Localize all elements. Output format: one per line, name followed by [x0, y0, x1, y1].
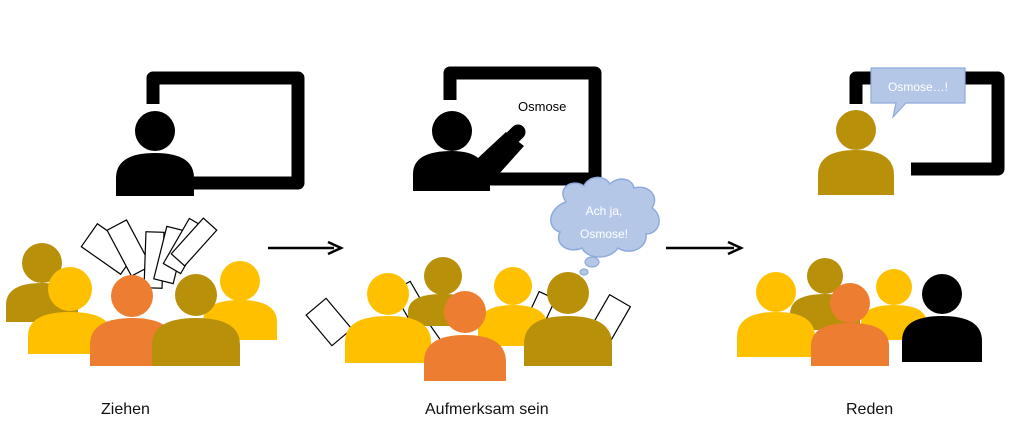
- students-group-3: [737, 258, 982, 366]
- handout-papers: [80, 217, 218, 289]
- thought-line-2: Osmose!: [580, 227, 628, 241]
- speaking-student: [818, 110, 894, 195]
- student-gold: [345, 273, 431, 363]
- student-orange: [424, 291, 506, 381]
- students-group-1: [6, 243, 277, 366]
- teacher-pointing: [413, 111, 526, 191]
- caption-ziehen: Ziehen: [101, 401, 150, 418]
- stage-2-aufmerksam: Osmose Ach ja, Osmose!: [305, 66, 660, 381]
- board-text: Osmose: [518, 99, 566, 114]
- stage-1-ziehen: [6, 71, 305, 366]
- teacher-1: [116, 111, 194, 196]
- student-black: [902, 274, 982, 362]
- arrow-right-icon: [268, 240, 344, 256]
- student-gold: [737, 272, 815, 357]
- student-ochre: [524, 272, 612, 366]
- arrow-right-icon: [666, 240, 744, 256]
- speech-bubble: Osmose…!: [870, 67, 966, 120]
- student-orange: [811, 283, 889, 366]
- student-ochre: [152, 274, 240, 366]
- thought-line-1: Ach ja,: [586, 204, 623, 218]
- blackboard-2: [443, 66, 602, 186]
- caption-aufmerksam-sein: Aufmerksam sein: [425, 401, 549, 418]
- stage-3-reden: Osmose…!: [737, 67, 1005, 366]
- caption-reden: Reden: [846, 401, 894, 418]
- blackboard-1: [146, 71, 305, 190]
- students-group-2: [345, 257, 612, 381]
- speech-text: Osmose…!: [888, 80, 948, 94]
- blackboard-3: [849, 71, 1005, 176]
- thought-bubble: Ach ja, Osmose!: [550, 176, 660, 276]
